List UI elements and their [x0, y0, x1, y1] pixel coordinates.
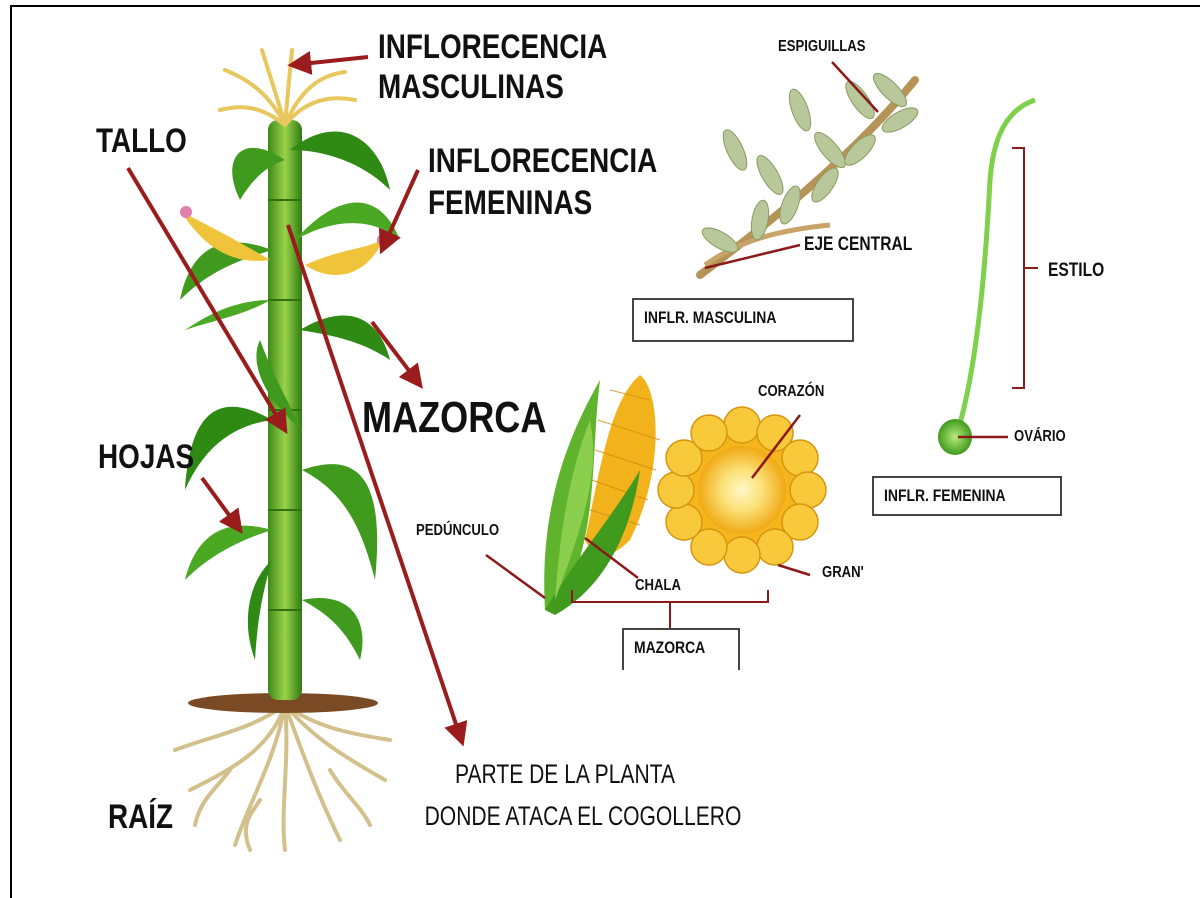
label-mazorca-main: MAZORCA: [362, 394, 546, 442]
label-tallo: TALLO: [96, 122, 187, 160]
caption-line-1: PARTE DE LA PLANTA: [448, 757, 682, 791]
label-hojas: HOJAS: [98, 438, 194, 476]
box-infl-femenina-label: INFLR. FEMENINA: [884, 486, 1006, 506]
label-pedunculo: PEDÚNCULO: [416, 522, 499, 540]
female-inflorescence: [938, 100, 1035, 455]
caption-line-2: DONDE ATACA EL COGOLLERO: [425, 799, 706, 833]
label-chala: CHALA: [635, 577, 681, 595]
box-infl-femenina: INFLR. FEMENINA: [872, 476, 1062, 516]
label-inflorescencia-masculinas-line2: MASCULINAS: [378, 68, 564, 106]
label-eje-central: EJE CENTRAL: [804, 236, 912, 254]
box-infl-masculina-label: INFLR. MASCULINA: [644, 308, 776, 328]
label-corazon: CORAZÓN: [758, 383, 824, 401]
label-ovario: OVÁRIO: [1014, 428, 1066, 446]
label-estilo: ESTILO: [1048, 262, 1104, 280]
label-raiz: RAÍZ: [108, 798, 173, 836]
box-infl-masculina: INFLR. MASCULINA: [632, 298, 854, 342]
box-mazorca-label: MAZORCA: [634, 638, 705, 658]
roots: [175, 705, 390, 850]
label-inflorescencia-masculinas-line1: INFLORECENCIA: [378, 28, 607, 66]
label-inflorescencia-femeninas-line2: FEMENINAS: [428, 184, 592, 222]
corn-cross-section: [658, 407, 826, 573]
label-espiguillas: ESPIGUILLAS: [778, 38, 865, 56]
label-grano: GRAN': [822, 564, 864, 582]
box-mazorca: MAZORCA: [622, 628, 740, 670]
label-inflorescencia-femeninas-line1: INFLORECENCIA: [428, 142, 657, 180]
